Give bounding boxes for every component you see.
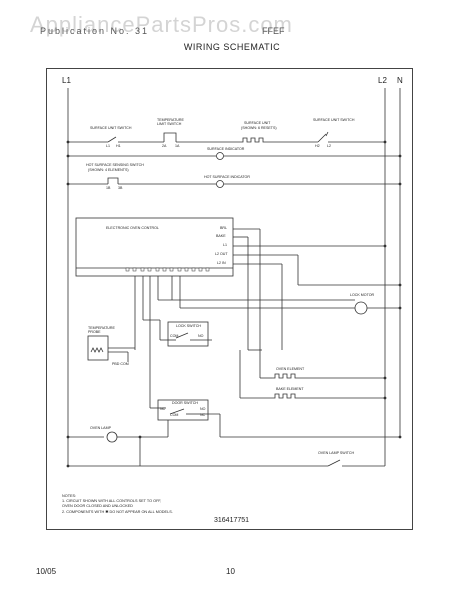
door-switch-nc: NC xyxy=(160,407,166,411)
temperature-probe-box xyxy=(87,335,109,361)
temperature-probe-element xyxy=(90,347,104,353)
oven-lamp xyxy=(106,431,118,443)
probe-com-label: PBD COM xyxy=(112,362,129,366)
note-2: 2. COMPONENTS WITH ✱ DO NOT APPEAR ON AL… xyxy=(62,509,173,514)
hot-surface-indicator-lamp xyxy=(216,180,224,188)
hot-surface-sensing-note: (SHOWN: 4 ELEMENTS) xyxy=(88,168,129,172)
model-header: FFEF xyxy=(262,26,285,36)
terminal-l1: L1 xyxy=(106,144,110,148)
rail-l1-label: L1 xyxy=(62,76,71,85)
surface-unit-element xyxy=(240,137,266,143)
lock-switch-box xyxy=(167,321,209,347)
notes-block: NOTES: 1. CIRCUIT SHOWN WITH ALL CONTROL… xyxy=(62,494,173,515)
diagram-title: WIRING SCHEMATIC xyxy=(183,42,281,52)
terminal-l2: L2 xyxy=(327,144,331,148)
oven-element xyxy=(272,373,298,379)
oven-element-label: OVEN ELEMENT xyxy=(276,367,305,371)
oven-lamp-switch-label: OVEN LAMP SWITCH xyxy=(318,451,355,455)
lock-motor xyxy=(354,301,368,315)
eoc-l1-terminal: L1 xyxy=(223,243,227,247)
lock-switch-com: COM xyxy=(170,334,179,338)
schematic-frame xyxy=(46,68,413,530)
hot-surface-indicator-label: HOT SURFACE INDICATOR xyxy=(204,175,250,179)
door-switch-com: COM xyxy=(170,413,179,417)
lock-motor-label: LOCK MOTOR xyxy=(350,293,375,297)
notes-heading: NOTES: xyxy=(62,494,77,498)
surface-unit-switch-right-label: SURFACE UNIT SWITCH xyxy=(313,118,355,122)
eoc-l2-out-terminal: L2 OUT xyxy=(215,252,228,256)
lock-switch-no: NO xyxy=(198,334,204,338)
publication-header: Publication No. 31 xyxy=(40,26,150,36)
footer-page-number: 10 xyxy=(226,567,235,576)
door-switch-label: DOOR SWITCH xyxy=(172,401,198,405)
door-switch-nc-2: NC xyxy=(200,413,206,417)
note-1-cont: OVEN DOOR CLOSED AND UNLOCKED xyxy=(62,504,133,509)
electronic-oven-control-box xyxy=(75,217,234,277)
bake-element xyxy=(272,393,298,399)
terminal-3b: 3B xyxy=(118,186,123,190)
temperature-limit-switch-label: TEMPERATURE LIMIT SWITCH xyxy=(157,118,184,126)
door-switch-no: NO xyxy=(200,407,206,411)
terminal-h2: H2 xyxy=(315,144,320,148)
lock-switch-label: LOCK SWITCH xyxy=(176,324,201,328)
eoc-brl-terminal: BRL xyxy=(220,226,227,230)
note-1: 1. CIRCUIT SHOWN WITH ALL CONTROLS SET T… xyxy=(62,499,162,504)
part-number: 316417751 xyxy=(214,517,250,524)
surface-unit-switch-left-label: SURFACE UNIT SWITCH xyxy=(90,126,132,130)
rail-n-label: N xyxy=(397,76,403,85)
surface-unit-left-label: SURFACE UNIT xyxy=(244,121,271,125)
surface-indicator-label: SURFACE INDICATOR xyxy=(207,147,245,151)
rail-l2-label: L2 xyxy=(378,76,387,85)
terminal-1a: 1A xyxy=(175,144,180,148)
eoc-bake-terminal: BAKE xyxy=(216,234,226,238)
oven-lamp-label: OVEN LAMP xyxy=(90,426,111,430)
bake-element-label: BAKE ELEMENT xyxy=(276,387,304,391)
terminal-h1: H1 xyxy=(116,144,121,148)
electronic-oven-control-label: ELECTRONIC OVEN CONTROL xyxy=(106,226,159,230)
eoc-l2-in-terminal: L2 IN xyxy=(217,261,226,265)
surface-unit-left-note: (SHOWN: 6 RESETS) xyxy=(241,126,277,130)
door-switch-box xyxy=(157,399,209,421)
surface-indicator-lamp xyxy=(216,152,224,160)
temperature-probe-label: TEMPERATURE PROBE xyxy=(88,326,115,334)
hot-surface-sensing-switch-label: HOT SURFACE SENSING SWITCH xyxy=(86,163,144,167)
watermark: AppliancePartsPros.com xyxy=(30,12,293,37)
footer-date: 10/05 xyxy=(36,567,57,576)
terminal-1b: 1B xyxy=(106,186,111,190)
terminal-2a: 2A xyxy=(162,144,167,148)
